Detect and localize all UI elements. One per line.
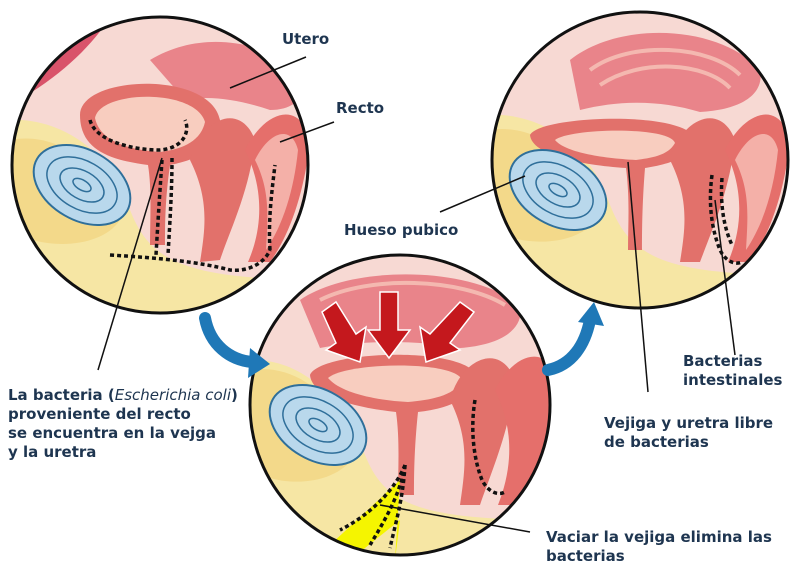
label-bacteria-line2: proveniente del recto <box>8 405 191 423</box>
label-hueso-pubico: Hueso pubico <box>344 221 459 239</box>
pubic-bone-right <box>508 149 608 231</box>
label-utero: Utero <box>282 30 330 48</box>
label-bacteria-pre: La bacteria ( <box>8 386 115 404</box>
label-bacteria-post: ) <box>231 386 238 404</box>
label-vaciar-2: bacterias <box>546 547 625 565</box>
pubic-bone-middle <box>268 384 368 466</box>
bacteria-dots-left <box>88 119 277 272</box>
urine-stream <box>330 480 400 555</box>
label-bacteria-species: Escherichia coli <box>114 386 231 404</box>
label-bacteria-line3: se encuentra en la vejga <box>8 424 217 442</box>
flow-arrow-right <box>542 314 596 376</box>
label-vejiga-libre-2: de bacterias <box>604 433 709 451</box>
label-bacteria-line4: y la uretra <box>8 443 97 461</box>
panel-infected <box>10 15 310 315</box>
panel-after-voiding <box>490 10 790 310</box>
panel-voiding <box>248 253 552 557</box>
flow-arrow-left <box>199 312 258 368</box>
label-bacterias-intestinales: Bacterias intestinales <box>683 352 782 390</box>
pressure-arrows <box>321 291 476 364</box>
label-bacterias-intestinales-1: Bacterias <box>683 352 763 370</box>
pubic-bone-left <box>32 144 132 226</box>
label-bacterias-intestinales-2: intestinales <box>683 371 783 389</box>
label-vejiga-libre-1: Vejiga y uretra libre <box>604 414 774 432</box>
bacteria-dots-right <box>708 174 743 265</box>
flow-arrows <box>199 302 604 378</box>
label-bacteria-line1: La bacteria (Escherichia coli) <box>8 386 238 405</box>
label-vaciar: Vaciar la vejiga elimina las bacterias <box>546 528 772 566</box>
label-bacteria: La bacteria (Escherichia coli) provenien… <box>8 386 238 462</box>
label-vaciar-1: Vaciar la vejiga elimina las <box>546 528 772 546</box>
label-vejiga-libre: Vejiga y uretra libre de bacterias <box>604 414 773 452</box>
leader-lines <box>97 56 736 533</box>
label-recto: Recto <box>336 99 385 117</box>
